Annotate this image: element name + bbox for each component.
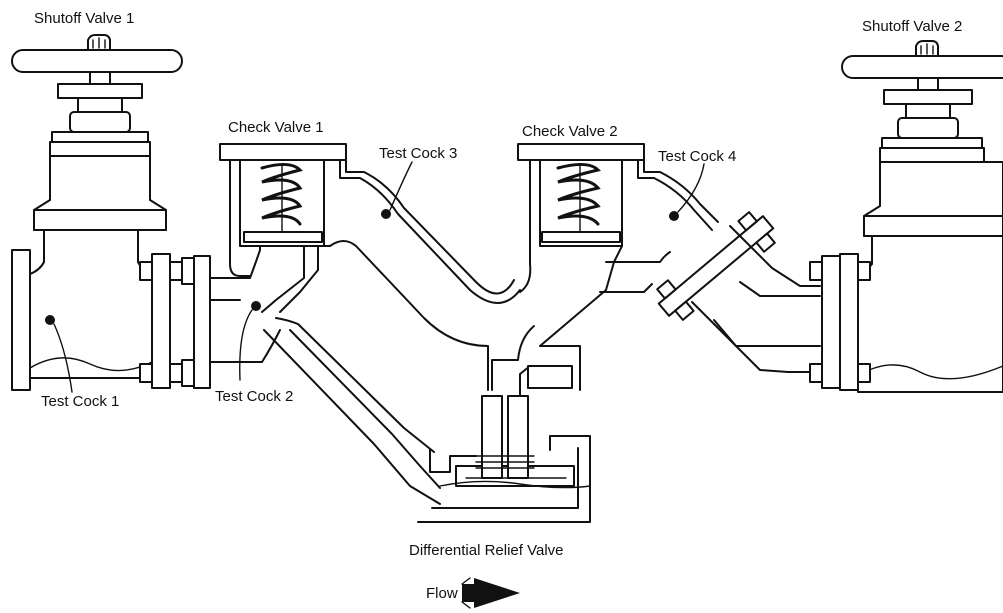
union-flange bbox=[656, 211, 776, 321]
label-check-valve-2: Check Valve 2 bbox=[522, 123, 618, 140]
backflow-assembly-body bbox=[193, 143, 841, 523]
label-test-cock-1: Test Cock 1 bbox=[41, 393, 120, 410]
label-test-cock-2: Test Cock 2 bbox=[215, 388, 294, 405]
check-valve-1-spring bbox=[260, 163, 303, 226]
label-shutoff-valve-2: Shutoff Valve 2 bbox=[862, 18, 963, 35]
label-shutoff-valve-1: Shutoff Valve 1 bbox=[34, 10, 135, 27]
test-cock-2-port bbox=[251, 301, 261, 311]
shutoff-valve-1-inlet-flange bbox=[11, 249, 31, 391]
test-cock-1-leader bbox=[53, 323, 73, 393]
label-check-valve-1: Check Valve 1 bbox=[228, 119, 324, 136]
label-differential-relief-valve: Differential Relief Valve bbox=[409, 542, 564, 559]
relief-valve-stem-left bbox=[481, 395, 503, 479]
flow-arrow-icon bbox=[461, 577, 520, 609]
shutoff-valve-1-outlet-flange bbox=[151, 253, 171, 389]
label-flow: Flow bbox=[426, 585, 458, 602]
label-test-cock-4: Test Cock 4 bbox=[658, 148, 737, 165]
check-valve-2-spring bbox=[556, 163, 601, 226]
test-cock-2-leader bbox=[239, 309, 253, 381]
relief-valve-stem-right bbox=[507, 395, 529, 479]
test-cock-1-port bbox=[45, 315, 55, 325]
shutoff-valve-1 bbox=[11, 34, 195, 391]
test-cock-3-leader bbox=[389, 161, 413, 211]
check-valve-1-cover bbox=[219, 143, 347, 161]
test-cock-3-port bbox=[381, 209, 391, 219]
shutoff-valve-2 bbox=[839, 40, 1003, 393]
shutoff-valve-2-handwheel bbox=[841, 55, 1003, 79]
assembly-outlet-flange bbox=[821, 255, 841, 389]
test-cock-4-leader bbox=[677, 163, 705, 213]
label-test-cock-3: Test Cock 3 bbox=[379, 145, 458, 162]
check-valve-2-cover bbox=[517, 143, 645, 161]
shutoff-valve-1-handwheel bbox=[11, 49, 183, 73]
test-cock-4-port bbox=[669, 211, 679, 221]
shutoff-valve-1-packing-nut bbox=[57, 83, 143, 99]
